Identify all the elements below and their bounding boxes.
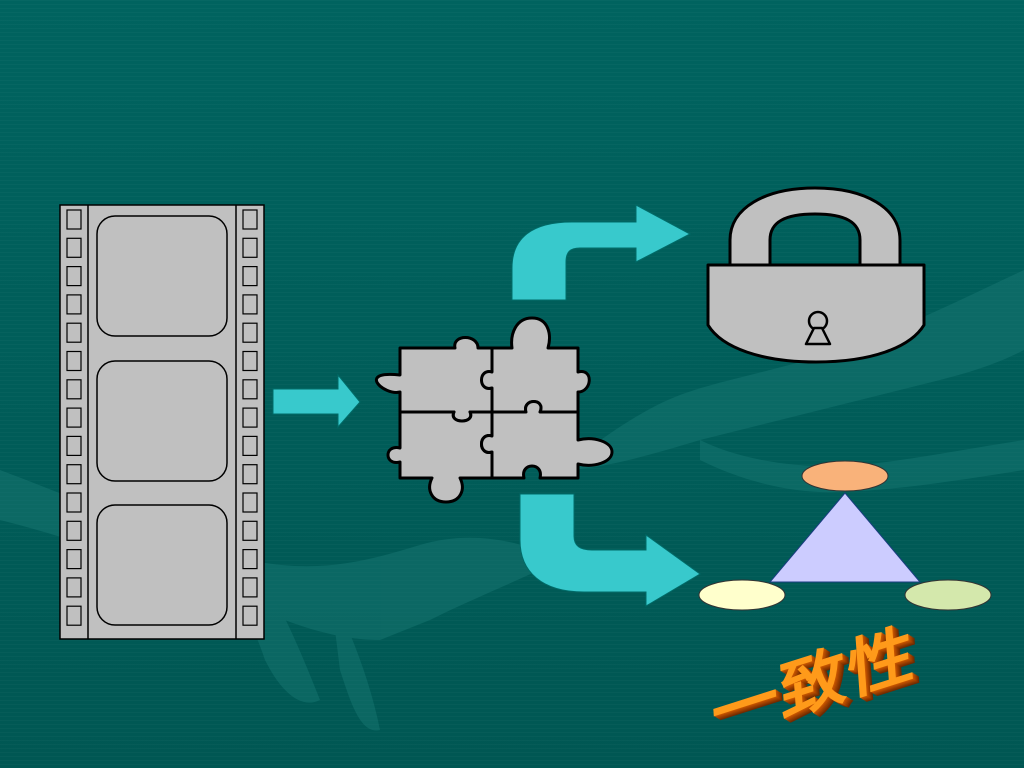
film-perforation	[242, 237, 258, 258]
film-frame-1	[96, 215, 228, 337]
film-perforation	[242, 407, 258, 428]
film-perforation	[242, 492, 258, 513]
film-strip-icon	[59, 204, 265, 640]
film-perforations-left	[66, 209, 82, 626]
film-perforation	[66, 350, 82, 372]
film-perforations-right	[242, 209, 258, 626]
film-perforation	[242, 294, 258, 315]
arrow-curved-up	[511, 204, 692, 301]
film-frame-2	[96, 360, 228, 482]
film-perforation	[66, 605, 82, 626]
film-perforation	[66, 548, 82, 570]
padlock-icon	[706, 186, 926, 364]
film-perforation	[242, 322, 258, 343]
film-perforation	[66, 435, 82, 456]
film-perforation	[242, 520, 258, 541]
film-perforation	[66, 492, 82, 513]
film-perforation	[242, 435, 258, 456]
node-right	[904, 579, 992, 611]
arrow-right	[272, 373, 361, 429]
film-perforation	[66, 209, 82, 230]
puzzle-icon	[374, 316, 614, 504]
film-perforation	[242, 266, 258, 287]
film-perforation	[242, 605, 258, 626]
film-perforation	[66, 266, 82, 287]
film-perforation	[242, 464, 258, 485]
film-perforation	[242, 548, 258, 570]
film-perforation	[66, 294, 82, 315]
film-perforation	[66, 379, 82, 400]
film-frame-3	[96, 504, 228, 626]
film-perforation	[242, 577, 258, 598]
film-perforation	[66, 520, 82, 541]
film-perforation	[242, 209, 258, 230]
arrow-curved-down	[519, 493, 701, 607]
film-perforation	[242, 379, 258, 400]
triangle-network-icon	[698, 460, 992, 611]
film-perforation	[66, 464, 82, 485]
node-top	[801, 460, 889, 492]
film-perforation	[66, 237, 82, 258]
node-left	[698, 579, 786, 611]
film-perforation	[66, 577, 82, 598]
film-perforation	[66, 407, 82, 428]
film-perforation	[242, 350, 258, 372]
film-perforation	[66, 322, 82, 343]
